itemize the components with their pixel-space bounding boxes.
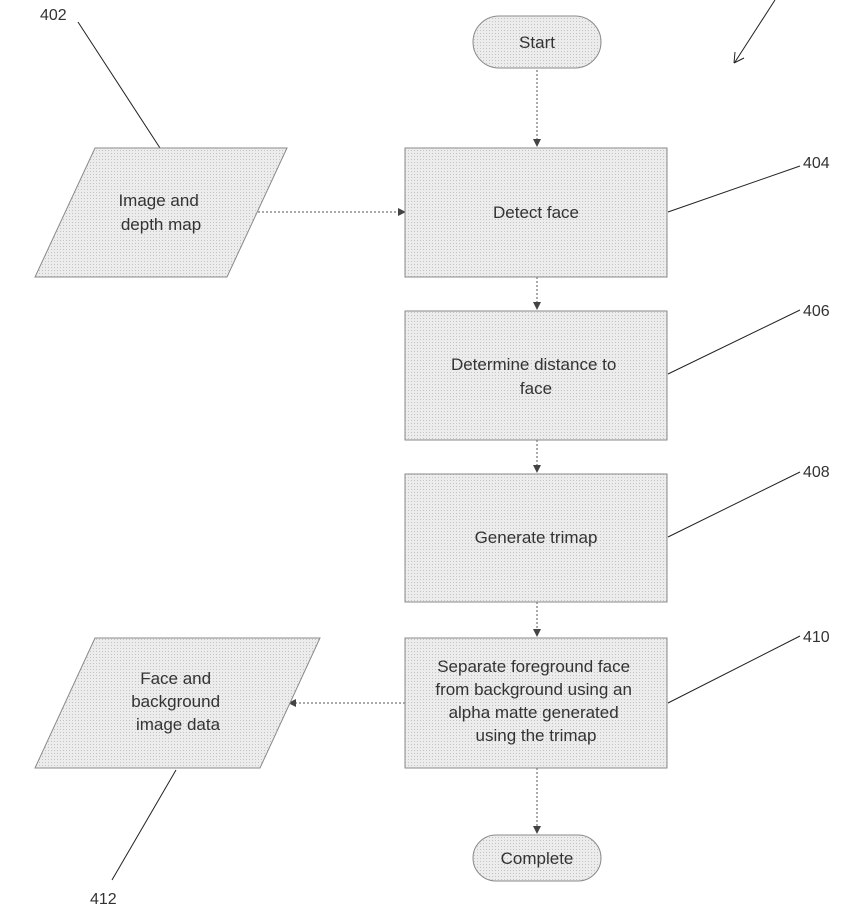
figure-pointer-arrow (734, 0, 776, 63)
leader-line-410 (667, 635, 801, 704)
start-label-line: Start (519, 33, 555, 52)
generate-trimap-process (404, 473, 668, 603)
reference-label-404: 404 (803, 155, 830, 172)
leader-line-402 (77, 21, 161, 149)
leader-line-406 (667, 309, 801, 375)
reference-label-410: 410 (803, 629, 830, 646)
determine-distance-label-line: Determine distance to (451, 355, 616, 374)
start-terminal (472, 15, 602, 69)
leader-line-408 (667, 471, 801, 538)
reference-label-406: 406 (803, 303, 830, 320)
leader-line-412 (111, 769, 177, 881)
output-label: Face and background image data (131, 669, 225, 734)
determine-distance-label-line: face (520, 379, 552, 398)
output-label-line: Face and (140, 669, 211, 688)
leader-line-404 (667, 165, 801, 213)
separate-foreground-label-line: Separate foreground face (437, 657, 630, 676)
separate-foreground-process (404, 637, 668, 769)
generate-trimap-label-line: Generate trimap (475, 528, 598, 547)
determine-distance-label: Determine distance to face (451, 355, 621, 398)
output-data-parallelogram (34, 637, 321, 769)
complete-label: Complete (501, 849, 574, 868)
output-label-line: image data (136, 715, 221, 734)
reference-label-402: 402 (40, 7, 67, 24)
separate-foreground-label: Separate foreground face from background… (435, 657, 636, 745)
output-label-line: background (131, 692, 220, 711)
input-label: Image and depth map (118, 191, 203, 234)
start-label: Start (519, 33, 555, 52)
complete-terminal (472, 834, 602, 882)
separate-foreground-label-line: using the trimap (476, 726, 597, 745)
reference-label-412: 412 (90, 891, 117, 908)
detect-face-process (404, 147, 668, 278)
detect-face-label-line: Detect face (493, 203, 579, 222)
separate-foreground-label-line: alpha matte generated (449, 703, 619, 722)
generate-trimap-label: Generate trimap (475, 528, 598, 547)
separate-foreground-label-line: from background using an (435, 680, 632, 699)
reference-label-408: 408 (803, 464, 830, 481)
input-label-line: Image and (118, 191, 198, 210)
input-label-line: depth map (121, 215, 201, 234)
complete-label-line: Complete (501, 849, 574, 868)
input-data-parallelogram (34, 147, 288, 278)
determine-distance-process (404, 310, 668, 441)
detect-face-label: Detect face (493, 203, 579, 222)
figure-pointer-arrowhead (733, 51, 745, 64)
